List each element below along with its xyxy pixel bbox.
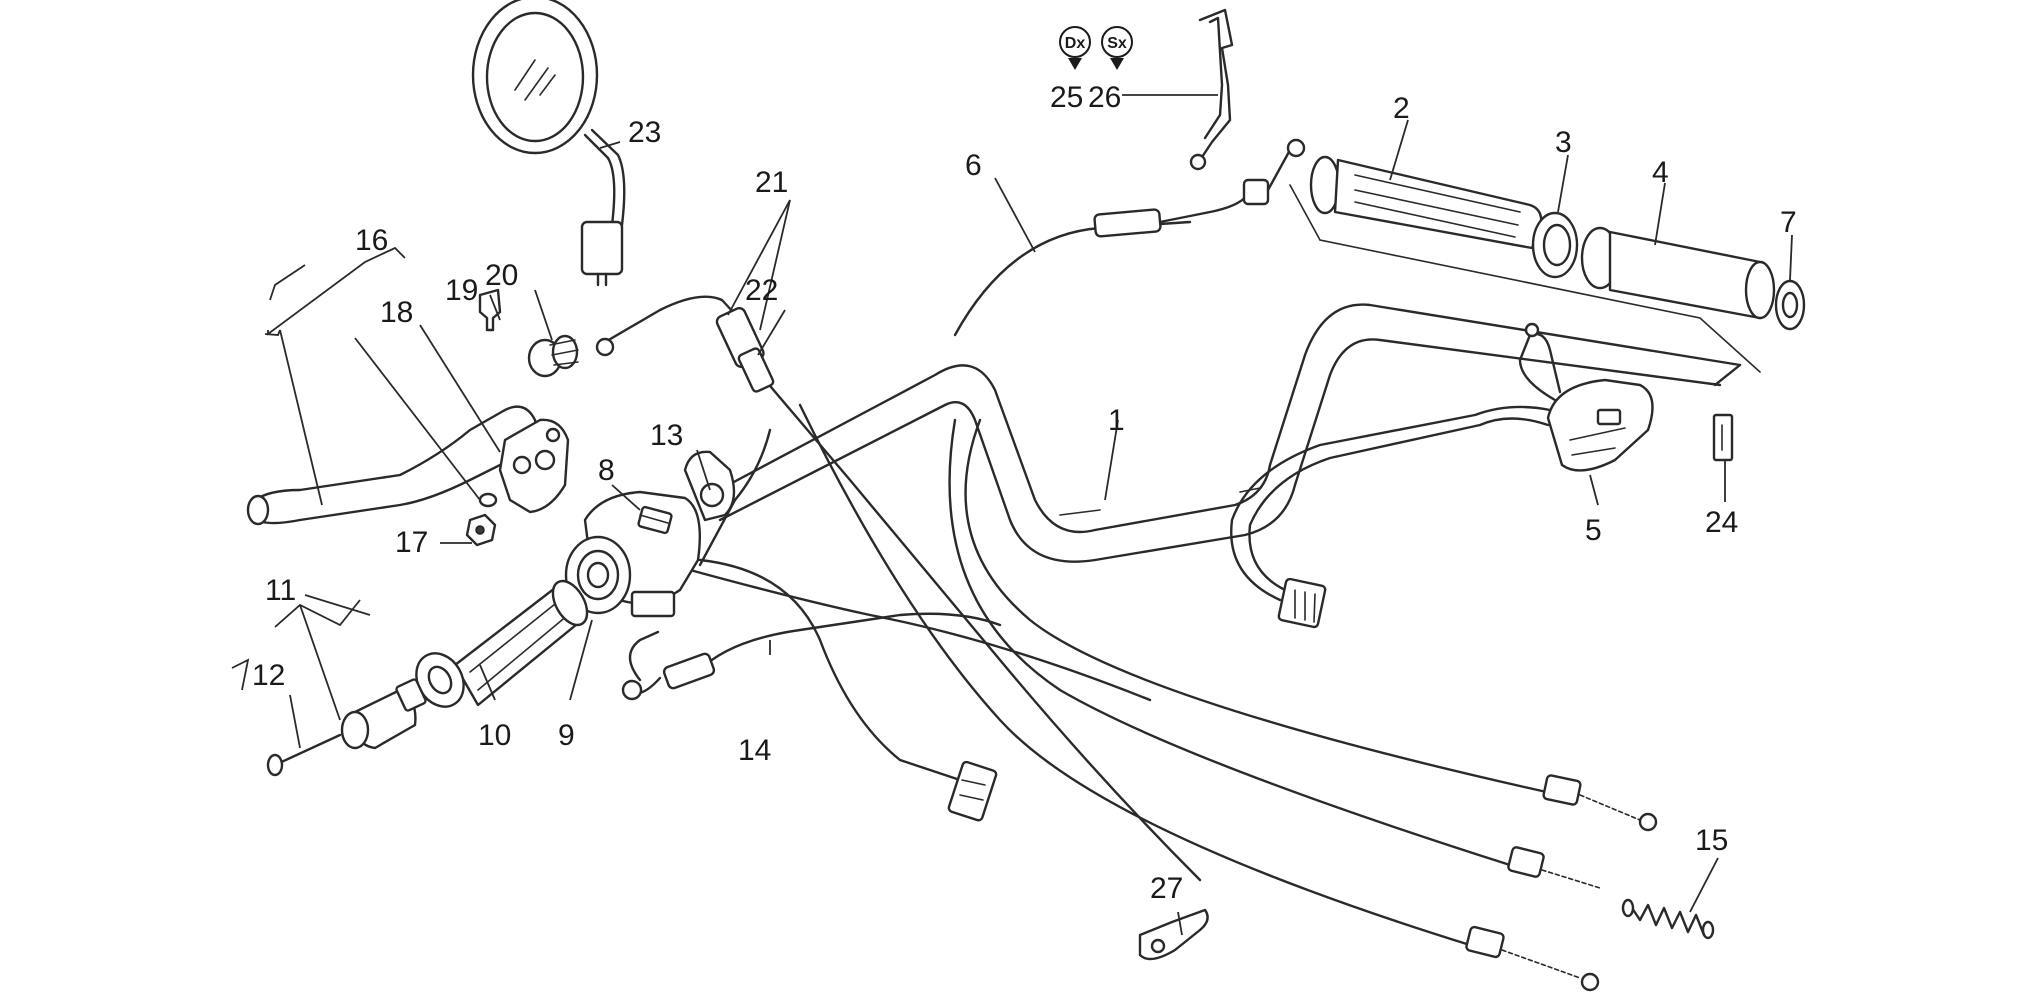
callout-11: 11 [265, 574, 296, 607]
callout-12: 12 [252, 659, 285, 692]
callout-24: 24 [1705, 506, 1738, 539]
callout-19: 19 [445, 274, 478, 307]
left-grip [415, 579, 589, 708]
callout-27: 27 [1150, 872, 1183, 905]
throttle-grip [1289, 155, 1761, 373]
callout-17: 17 [395, 526, 428, 559]
callout-18: 18 [380, 296, 413, 329]
cable-clip [1138, 908, 1209, 961]
callout-10: 10 [478, 719, 511, 752]
clip-24 [1712, 413, 1734, 462]
callout-25: 25 [1050, 81, 1083, 114]
callout-5: 5 [1585, 514, 1602, 547]
callout-22: 22 [745, 274, 778, 307]
end-washer [1774, 279, 1806, 331]
callout-4: 4 [1652, 156, 1669, 189]
callout-16: 16 [355, 224, 388, 257]
bar-end-weight [266, 678, 427, 777]
badge-dx-label: Dx [1065, 35, 1086, 52]
choke-cable [621, 558, 1002, 822]
right-grip [1608, 230, 1776, 320]
callout-13: 13 [650, 419, 683, 452]
leader-lines [231, 119, 1793, 936]
callout-7: 7 [1780, 206, 1797, 239]
left-switch-block [564, 450, 736, 618]
clutch-lever-assembly [246, 288, 579, 547]
side-badges: Dx Sx [1059, 26, 1133, 70]
return-spring [1621, 898, 1715, 940]
ring-seal [1531, 211, 1620, 290]
callout-6: 6 [965, 149, 982, 182]
callout-21: 21 [755, 166, 788, 199]
callout-3: 3 [1555, 126, 1572, 159]
right-switch-assembly [1230, 322, 1654, 629]
callout-1: 1 [1108, 404, 1125, 437]
bracket-25-26 [1122, 8, 1234, 171]
callout-26: 26 [1088, 81, 1121, 114]
callout-9: 9 [558, 719, 575, 752]
badge-dx: Dx [1059, 26, 1091, 70]
clutch-cable [595, 295, 1202, 882]
callout-15: 15 [1695, 824, 1728, 857]
badge-sx: Sx [1101, 26, 1133, 70]
rear-mirror [471, 0, 626, 287]
badge-sx-label: Sx [1107, 35, 1127, 52]
throttle-cable [953, 138, 1306, 337]
callout-2: 2 [1393, 92, 1410, 125]
callout-numbers: 1 2 3 4 5 6 7 8 9 10 11 12 13 14 15 16 1… [252, 81, 1797, 905]
callout-14: 14 [738, 734, 771, 767]
callout-20: 20 [485, 259, 518, 292]
callout-23: 23 [628, 116, 661, 149]
callout-8: 8 [598, 454, 615, 487]
